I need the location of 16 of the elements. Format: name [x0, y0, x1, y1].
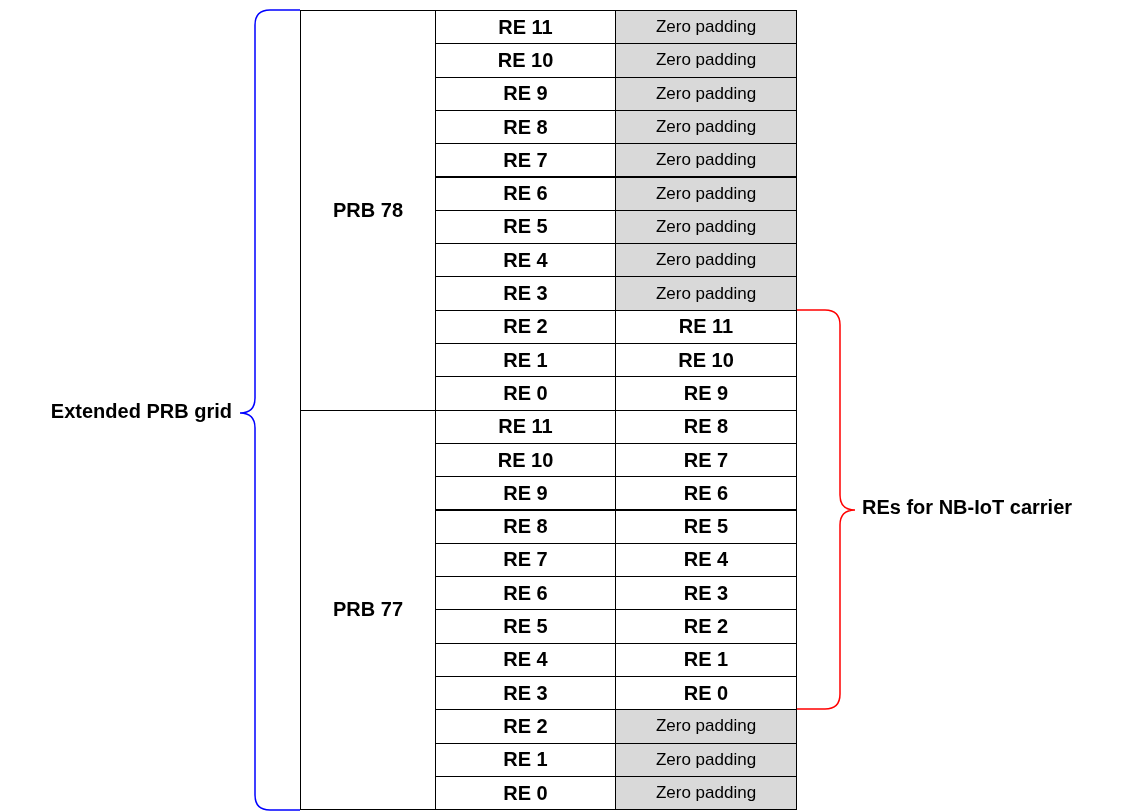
table-cell: Zero padding [615, 243, 797, 278]
table-cell: Zero padding [615, 143, 797, 178]
brace-label: REs for NB-IoT carrier [862, 496, 1073, 519]
table-cell: Zero padding [615, 775, 797, 811]
table-cell: Zero padding [615, 276, 797, 311]
table-cell: Zero padding [615, 742, 797, 777]
table-cell: RE 5 [615, 509, 797, 544]
table-cell: RE 6 [615, 476, 797, 511]
table-cell: Zero padding [615, 43, 797, 78]
table-cell: Zero padding [615, 176, 797, 211]
table-cell: Zero padding [615, 709, 797, 744]
brace-label: Extended PRB grid [50, 400, 232, 423]
table-cell: Zero padding [615, 10, 797, 45]
table-cell: PRB 77 [300, 409, 436, 811]
table-cell: Zero padding [615, 76, 797, 111]
table-cell: PRB 78 [300, 10, 436, 411]
